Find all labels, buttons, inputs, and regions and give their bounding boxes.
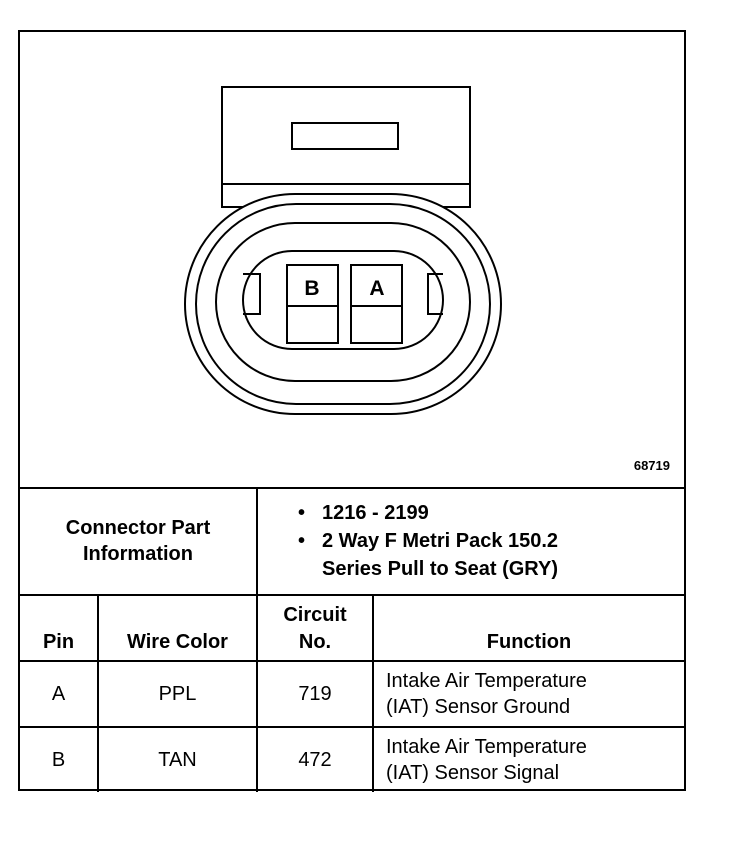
pin-cavity-outline — [242, 250, 444, 350]
connector-description: 2 Way F Metri Pack 150.2 Series Pull to … — [298, 527, 678, 583]
table-row: A PPL 719 Intake Air Temperature (IAT) S… — [20, 660, 684, 728]
cell-circuit: 719 — [256, 660, 374, 728]
header-row: Pin Wire Color Circuit No. Function — [20, 594, 684, 662]
header-pin: Pin — [20, 594, 99, 662]
header-function: Function — [372, 594, 684, 662]
terminal-a — [350, 264, 403, 344]
connector-info-label: Connector Part Information — [20, 487, 258, 596]
pinout-table: Connector Part Information 1216 - 2199 2… — [20, 487, 684, 792]
connector-info-list: 1216 - 2199 2 Way F Metri Pack 150.2 Ser… — [256, 487, 684, 596]
cell-pin: B — [20, 726, 99, 792]
pin-label-b: B — [304, 277, 319, 300]
table-row: B TAN 472 Intake Air Temperature (IAT) S… — [20, 726, 684, 792]
terminal-b — [286, 264, 339, 344]
latch-window — [291, 122, 399, 150]
cell-function: Intake Air Temperature (IAT) Sensor Sign… — [372, 726, 684, 792]
connector-info-label-line2: Information — [83, 542, 193, 565]
connector-sheet: B A 68719 Connector Part Information 121… — [18, 30, 686, 792]
connector-face-diagram: B A — [184, 86, 502, 415]
part-number: 1216 - 2199 — [298, 499, 678, 527]
connector-drawing: B A 68719 — [20, 32, 684, 489]
cell-wire-color: PPL — [97, 660, 258, 728]
connector-info-row: Connector Part Information 1216 - 2199 2… — [20, 487, 684, 596]
cell-circuit: 472 — [256, 726, 374, 792]
figure-number: 68719 — [633, 458, 670, 473]
cell-pin: A — [20, 660, 99, 728]
header-wire-color: Wire Color — [97, 594, 258, 662]
connector-info-label-line1: Connector Part — [65, 516, 211, 539]
header-circuit-no: Circuit No. — [256, 594, 374, 662]
connector-description-line2: Series Pull to Seat (GRY) — [322, 557, 558, 580]
cell-wire-color: TAN — [97, 726, 258, 792]
cell-function: Intake Air Temperature (IAT) Sensor Grou… — [372, 660, 684, 728]
pin-label-a: A — [369, 277, 384, 300]
